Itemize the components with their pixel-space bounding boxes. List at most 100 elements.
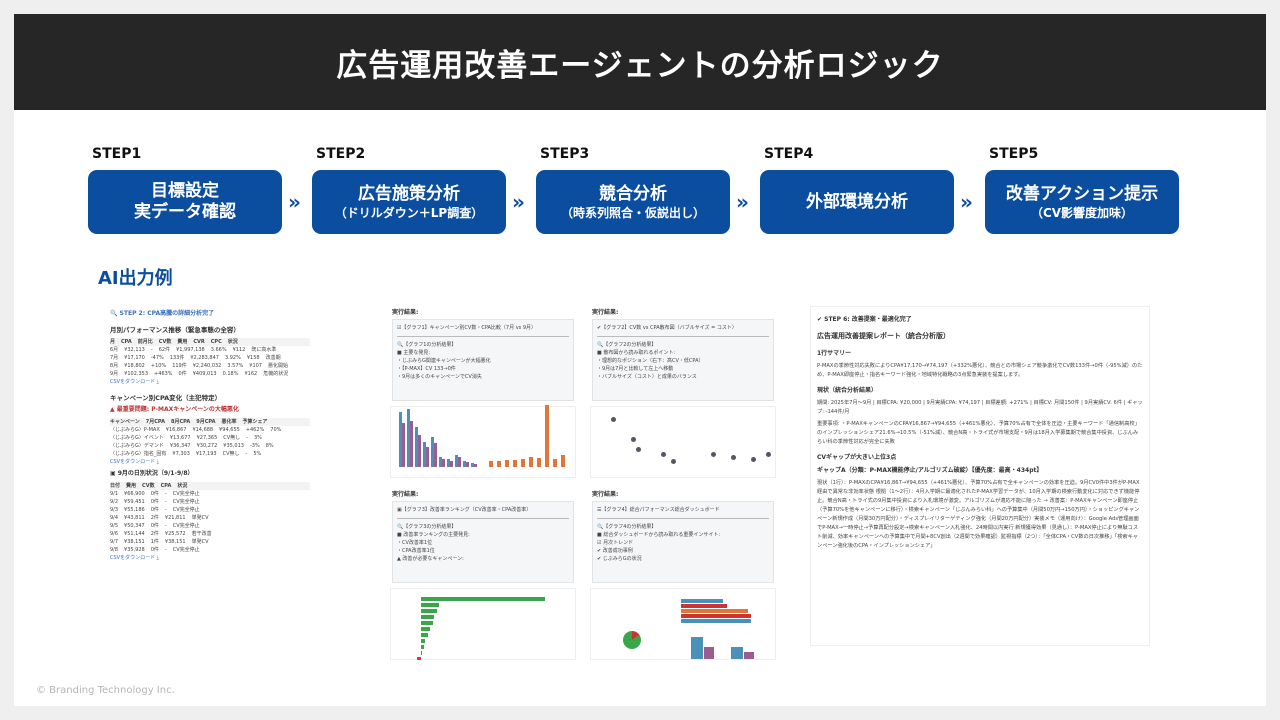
table-cell: ¥94,655 — [219, 427, 240, 433]
report-title: 広告運用改善提案レポート（統合分析版） — [817, 332, 950, 340]
table-cell: - — [164, 507, 167, 513]
step-subtitle: （ドリルダウン＋LP調査） — [334, 205, 484, 220]
table-cell: CV完全停止 — [172, 499, 200, 505]
table-cell: ¥32,113 — [124, 347, 145, 353]
copyright: © Branding Technology Inc. — [36, 685, 175, 696]
step-title: 外部環境分析 — [806, 191, 908, 212]
step-subtitle: （時系列照合・仮説出し） — [560, 205, 705, 220]
table-cell: 133件 — [169, 355, 185, 361]
chart-bar — [691, 637, 703, 659]
table-cell: ¥409,013 — [192, 371, 217, 377]
chart-bar — [421, 615, 434, 619]
chart-bar — [421, 597, 545, 601]
monthly-title: 月別パフォーマンス推移（緊急事態の全容） — [110, 326, 240, 334]
table-cell: 単発CV — [191, 515, 209, 521]
chart-bar — [426, 447, 429, 467]
table-cell: ¥27,365 — [196, 435, 218, 441]
table-cell: 9/4 — [110, 515, 119, 521]
column-header: 費用 — [177, 339, 188, 345]
table-cell: -3% — [249, 443, 260, 449]
column-header: 8月CPA — [171, 419, 191, 425]
table-cell: ¥38,151 — [164, 539, 186, 545]
column-header: 状況 — [177, 483, 188, 489]
analysis-line: ・じぶみらG関連キャンペーンが大幅悪化 — [397, 358, 491, 364]
csv-download-link[interactable]: CSVをダウンロード ⤓ — [110, 379, 159, 385]
status-text: 期間: 2025年7月〜9月 | 目標CPA: ¥20,000 | 9月実績CP… — [817, 400, 1143, 415]
graph-output-screenshot: 実行結果: ✔【グラフ2】CV数 vs CPA散布図（バブルサイズ = コスト）… — [590, 306, 776, 478]
table-cell: ¥14,688 — [192, 427, 214, 433]
table-cell: 0.18% — [222, 371, 239, 377]
column-header: 費用 — [126, 483, 137, 489]
table-cell: - — [164, 499, 167, 505]
table-cell: CV無し — [222, 451, 240, 457]
table-cell: +10% — [150, 363, 167, 369]
table-cell: ¥38,151 — [124, 539, 145, 545]
analysis-line: ・バブルサイズ（コスト）と成果のバランス — [597, 374, 697, 380]
table-cell: 70% — [270, 427, 282, 433]
chart-bar — [681, 599, 723, 603]
step-label: STEP1 — [92, 146, 142, 162]
table-cell: CV完全停止 — [172, 523, 200, 529]
table-cell: 0件 — [178, 371, 187, 377]
chart-bar — [407, 409, 410, 467]
analysis-line: ・CPA改善率1位 — [397, 548, 435, 554]
graph-title: ☑【グラフ1】キャンペーン別CV数・CPA比較（7月 vs 9月） — [397, 325, 537, 331]
analysis-line: ・9月は多くのキャンペーンでCV消失 — [397, 374, 482, 380]
table-cell: 9/3 — [110, 507, 119, 513]
column-header: 月 — [110, 339, 116, 345]
csv-download-link[interactable]: CSVをダウンロード ⤓ — [110, 459, 159, 465]
table-cell: 62件 — [158, 347, 171, 353]
table-cell: ¥158 — [246, 355, 260, 361]
chart-bar — [431, 437, 434, 467]
table-cell: ¥16,867 — [165, 427, 187, 433]
table-cell: CV完全停止 — [172, 507, 200, 513]
chart-bar — [545, 405, 549, 467]
column-header: 悪化率 — [221, 419, 237, 425]
csv-download-link[interactable]: CSVをダウンロード ⤓ — [110, 555, 159, 561]
analysis-line: ■ 総合ダッシュボードから読み取れる重要インサイト: — [597, 532, 721, 538]
table-cell: 0件 — [150, 491, 159, 497]
table-cell: 0件 — [150, 523, 159, 529]
graph-output-screenshot: 実行結果: ☑【グラフ1】キャンペーン別CV数・CPA比較（7月 vs 9月） … — [390, 306, 576, 478]
chevron-right-icon: » — [512, 190, 525, 214]
result-panel: ☑【グラフ1】キャンペーン別CV数・CPA比較（7月 vs 9月） 🔍【グラフ1… — [392, 319, 574, 401]
chart-bar — [421, 639, 425, 643]
report-screenshot: ✔ STEP 6: 改善提案・最適化完了 広告運用改善提案レポート（統合分析版）… — [810, 306, 1150, 646]
table-cell: 2件 — [150, 515, 159, 521]
table-cell: - — [164, 547, 167, 553]
left-output-screenshot: 🔍 STEP 2: CPA高騰の詳細分析完了 月別パフォーマンス推移（緊急事態の… — [110, 306, 310, 656]
result-label: 実行結果: — [592, 309, 619, 316]
analysis-line: ・CV改善率1位 — [397, 540, 433, 546]
chart-bar — [417, 657, 421, 660]
chart-bar — [529, 457, 533, 467]
analysis-line: ■ 散布図から読み取れるポイント: — [597, 350, 675, 356]
table-cell: 若干改善 — [191, 531, 212, 537]
table-cell: 1件 — [150, 539, 159, 545]
column-header: 7月CPA — [145, 419, 165, 425]
chart-bar — [447, 459, 450, 467]
chart-bar — [681, 609, 748, 613]
table-cell: - — [164, 523, 167, 529]
scatter-point — [671, 459, 676, 464]
table-cell: ¥21,811 — [164, 515, 186, 521]
chevron-right-icon: » — [960, 190, 973, 214]
step-title: 目標設定 — [151, 181, 219, 201]
column-header: CV数 — [158, 339, 172, 345]
table-cell: ¥112 — [232, 347, 246, 353]
table-cell: 9/8 — [110, 547, 119, 553]
chart-bar — [489, 461, 493, 467]
status-title: 現状（統合分析結果） — [817, 387, 878, 394]
chart-bar — [474, 463, 477, 467]
table-cell: ¥59,451 — [124, 499, 145, 505]
daily-title: ▣ 9月の日別状況（9/1-9/8） — [110, 470, 194, 477]
table-cell: - — [245, 451, 248, 457]
table-cell: ¥36,347 — [169, 443, 191, 449]
table-cell: 改善期 — [265, 355, 281, 361]
table-cell: ¥17,193 — [195, 451, 217, 457]
table-cell: 既に高水準 — [251, 347, 277, 353]
chart-bar — [402, 423, 405, 467]
chart-bar — [410, 420, 413, 467]
